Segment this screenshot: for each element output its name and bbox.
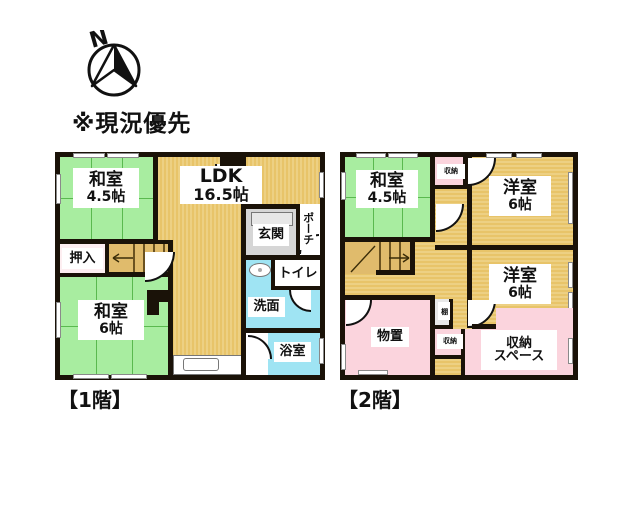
label-monooki: 物置	[371, 327, 409, 347]
label-shuno-space: 収納 スペース	[481, 330, 557, 370]
label-washitsu-4p5-2f: 和室 4.5帖	[356, 170, 418, 208]
wall-segment	[271, 286, 320, 290]
window-pane	[388, 153, 418, 158]
label-senmen: 洗面	[248, 297, 285, 317]
window-pane	[568, 338, 573, 364]
stairs-floor-2	[345, 242, 415, 274]
wall-segment	[449, 299, 453, 325]
label-shuno-mid: 収納	[437, 334, 463, 349]
label-toilet: トイレ	[277, 264, 319, 283]
wall-segment	[153, 157, 158, 244]
window-pane	[319, 338, 324, 364]
label-yoshitsu-6-b: 洋室 6帖	[489, 264, 551, 304]
plan-note: ※現況優先	[72, 111, 192, 137]
wall-segment	[467, 250, 472, 328]
window-pane	[73, 153, 105, 158]
window-pane	[568, 172, 573, 224]
floor-2-label: 【2階】	[338, 388, 412, 412]
window-pane	[56, 174, 61, 204]
compass-north-icon: N	[78, 30, 148, 100]
wall-segment	[60, 273, 109, 277]
wall-segment	[430, 157, 435, 237]
wall-segment	[435, 185, 467, 189]
wall-segment	[430, 295, 435, 375]
wall-segment	[246, 328, 320, 333]
wall-segment	[109, 272, 173, 277]
window-pane	[56, 302, 61, 338]
wall-segment	[467, 157, 472, 245]
wall-segment	[105, 244, 109, 273]
basin-drain	[258, 268, 262, 272]
label-washitsu-4p5: 和室 4.5帖	[73, 168, 139, 208]
wall-corner-block	[220, 157, 242, 168]
wall-segment	[246, 255, 320, 260]
window-pane	[486, 153, 512, 158]
label-oshiire: 押入	[62, 248, 103, 269]
wall-segment	[246, 204, 296, 209]
label-porch: ポーチ	[300, 206, 316, 250]
window-pane	[111, 374, 147, 379]
wall-segment	[463, 157, 467, 189]
wall-segment	[410, 242, 415, 275]
floor-1-label: 【1階】	[58, 388, 132, 412]
label-yokushitsu: 浴室	[274, 342, 311, 362]
floor-2-plan: 和室 4.5帖 収納 洋室 6帖 洋室 6帖 物置 棚 収納 収納 スペース	[340, 152, 578, 380]
window-pane	[73, 374, 109, 379]
wall-segment	[435, 325, 453, 329]
wall-segment	[271, 260, 275, 286]
window-pane	[341, 172, 346, 200]
window-pane	[568, 262, 573, 288]
wall-segment	[345, 237, 435, 242]
wall-segment	[109, 240, 173, 244]
wall-segment	[345, 295, 435, 300]
label-ldk: LDK 16.5帖	[180, 166, 262, 204]
wall-segment	[241, 204, 246, 375]
wall-segment	[168, 277, 173, 375]
label-shuno-top: 収納	[437, 164, 465, 179]
label-washitsu-6: 和室 6帖	[78, 300, 144, 340]
wall-segment	[241, 157, 246, 171]
wall-segment	[435, 355, 465, 359]
shuno-space-upper	[496, 308, 573, 329]
window-pane	[358, 370, 388, 375]
wall-segment	[435, 245, 573, 250]
wall-segment	[296, 204, 300, 255]
wall-corner-block	[147, 290, 159, 315]
label-genkan: 玄関	[253, 224, 289, 246]
label-yoshitsu-6-a: 洋室 6帖	[489, 176, 551, 216]
svg-text:N: N	[87, 30, 112, 54]
wall-segment	[461, 329, 465, 375]
label-tana: 棚	[438, 302, 450, 320]
wall-segment	[376, 270, 415, 275]
window-pane	[319, 172, 324, 198]
floor-1-plan: LDK 16.5帖 和室 4.5帖 押入 和室 6帖 玄関 ポーチ トイレ 洗面…	[55, 152, 325, 380]
kitchen-sink	[183, 358, 219, 371]
window-pane	[341, 344, 346, 370]
wall-segment	[60, 239, 153, 244]
window-pane	[516, 153, 542, 158]
window-pane	[107, 153, 139, 158]
window-pane	[356, 153, 386, 158]
